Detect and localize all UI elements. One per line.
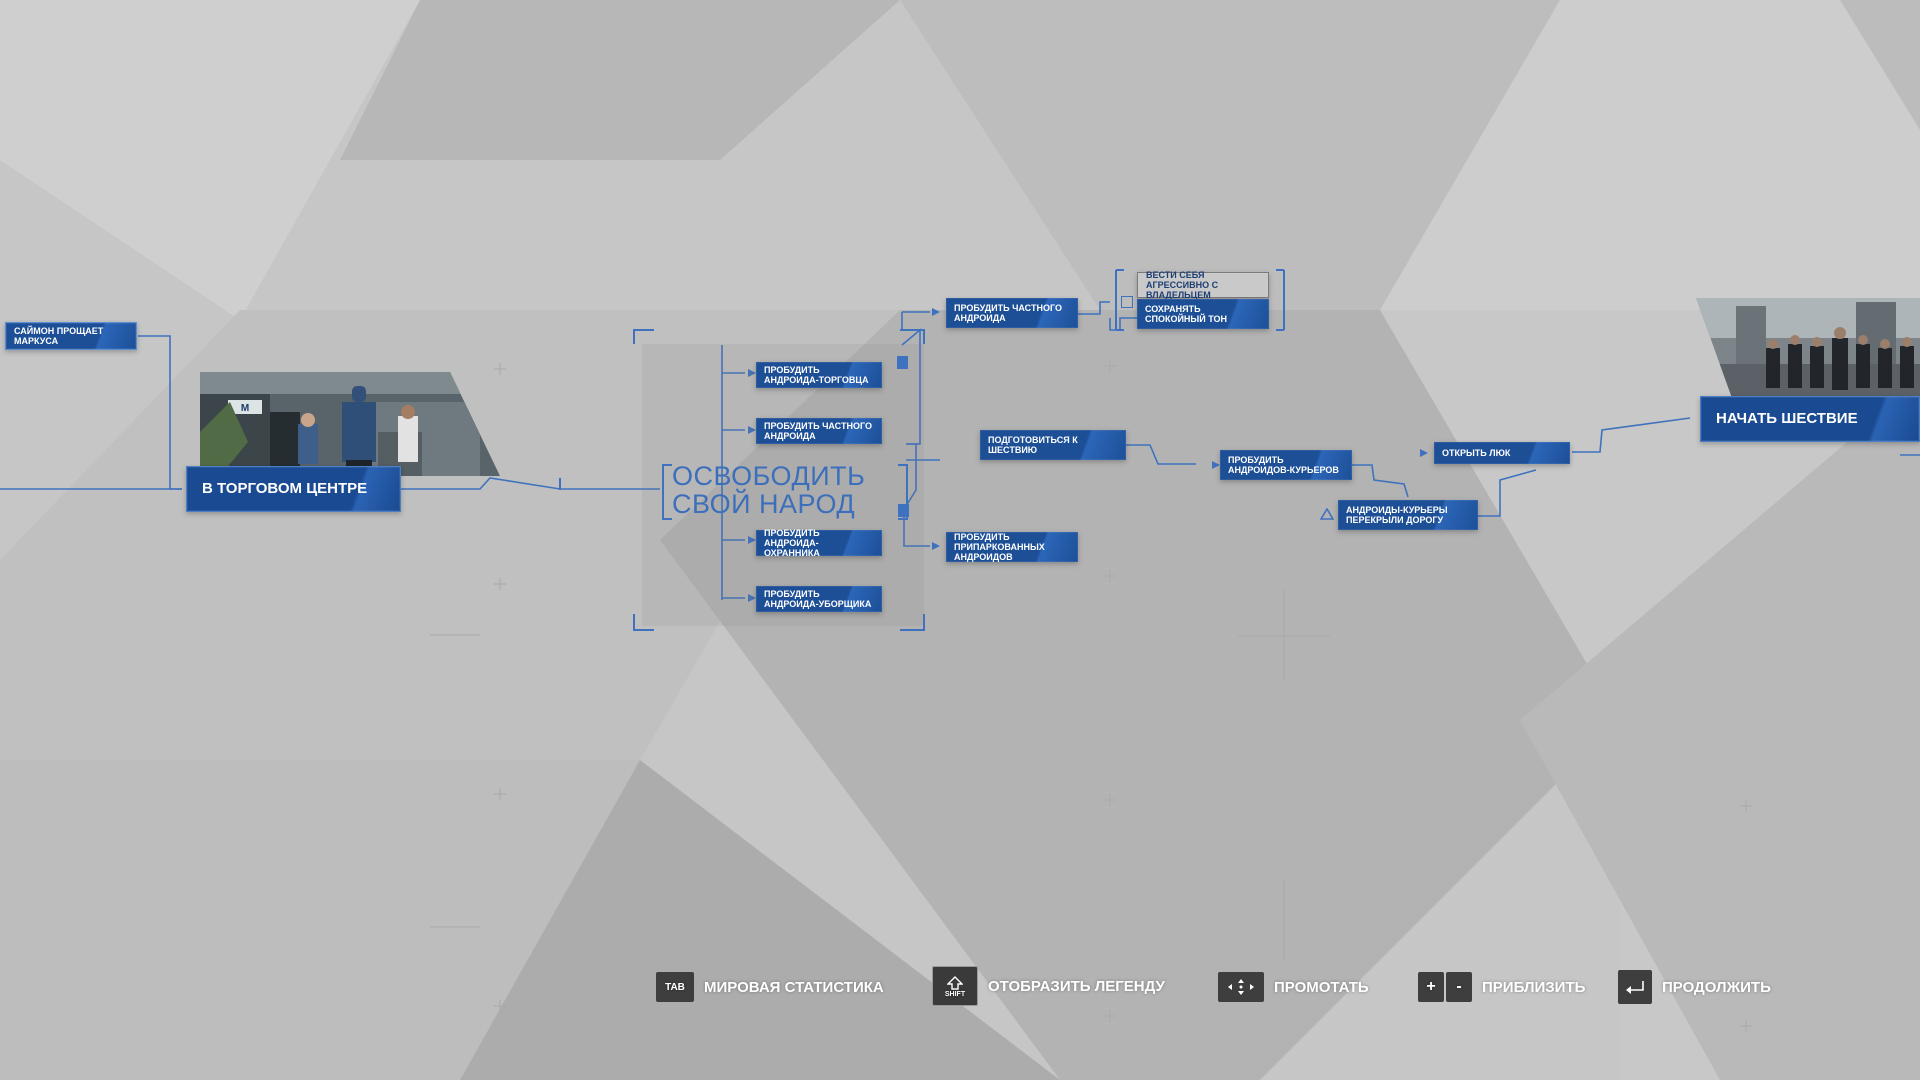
scene-title-line1: ОСВОБОДИТЬ [672,461,866,491]
node-wake-merchant[interactable]: ПРОБУДИТЬ АНДРОИДА-ТОРГОВЦА [756,362,882,388]
node-label: НАЧАТЬ ШЕСТВИЕ [1716,410,1858,427]
hint-continue[interactable]: ПРОДОЛЖИТЬ [1618,970,1771,1004]
march-thumbnail [1696,298,1920,398]
node-label: ПРОБУДИТЬ ПРИПАРКОВАННЫХ АНДРОИДОВ [954,532,1045,562]
triangle-icon [1320,508,1334,520]
node-label: САЙМОН ПРОЩАЕТ МАРКУСА [14,326,104,346]
hint-label: ПРОДОЛЖИТЬ [1662,978,1771,996]
hint-pan[interactable]: ПРОМОТАТЬ [1218,972,1369,1002]
choice-label: ВЕСТИ СЕБЯ АГРЕССИВНО С ВЛАДЕЛЬЦЕМ [1146,270,1219,300]
node-label: ПРОБУДИТЬ АНДРОИДА-ОХРАННИКА [764,528,820,558]
node-label: ПРОБУДИТЬ АНДРОИДА-ТОРГОВЦА [764,365,869,385]
hint-label: ПРОМОТАТЬ [1274,978,1369,996]
node-label: ПРОБУДИТЬ АНДРОИДА-УБОРЩИКА [764,589,872,609]
tab-key[interactable]: TAB [656,972,694,1002]
scene-title-line2: СВОЙ НАРОД [672,489,856,519]
shift-arrow-icon [947,975,963,990]
choice-icon [1121,296,1133,308]
pan-key[interactable] [1218,972,1264,1002]
lock-icon [897,356,908,369]
node-start-march[interactable]: НАЧАТЬ ШЕСТВИЕ [1700,396,1920,442]
enter-key[interactable] [1618,970,1652,1004]
node-label: ПРОБУДИТЬ ЧАСТНОГО АНДРОИДА [764,421,872,441]
node-prepare-march[interactable]: ПОДГОТОВИТЬСЯ К ШЕСТВИЮ [980,430,1126,460]
mall-sign: M [241,403,249,414]
node-couriers-blocked[interactable]: АНДРОИДЫ-КУРЬЕРЫ ПЕРЕКРЫЛИ ДОРОГУ [1338,500,1478,530]
choice-stay-calm[interactable]: СОХРАНЯТЬ СПОКОЙНЫЙ ТОН [1137,299,1269,329]
title-bracket-right [898,464,908,520]
node-label: АНДРОИДЫ-КУРЬЕРЫ ПЕРЕКРЫЛИ ДОРОГУ [1346,505,1448,525]
node-label: ПРОБУДИТЬ ЧАСТНОГО АНДРОИДА [954,303,1062,323]
choice-behave-aggressive[interactable]: ВЕСТИ СЕБЯ АГРЕССИВНО С ВЛАДЕЛЬЦЕМ [1137,270,1269,300]
zoom-in-key[interactable]: + [1418,972,1444,1002]
shift-key[interactable]: SHIFT [932,966,978,1006]
zoom-out-key[interactable]: - [1446,972,1472,1002]
hint-show-legend[interactable]: SHIFT ОТОБРАЗИТЬ ЛЕГЕНДУ [932,966,1165,1006]
pan-arrows-icon [1228,979,1254,995]
node-label: ПОДГОТОВИТЬСЯ К ШЕСТВИЮ [988,435,1078,455]
node-wake-private-2[interactable]: ПРОБУДИТЬ ЧАСТНОГО АНДРОИДА [946,298,1078,328]
march-scene-image [1696,298,1920,398]
node-wake-guard[interactable]: ПРОБУДИТЬ АНДРОИДА-ОХРАННИКА [756,528,882,558]
node-wake-couriers[interactable]: ПРОБУДИТЬ АНДРОИДОВ-КУРЬЕРОВ [1220,450,1352,480]
scene-title: ОСВОБОДИТЬ СВОЙ НАРОД [672,462,865,518]
node-open-hatch[interactable]: ОТКРЫТЬ ЛЮК [1434,442,1570,464]
hint-label: МИРОВАЯ СТАТИСТИКА [704,978,884,996]
hint-zoom[interactable]: + - ПРИБЛИЗИТЬ [1418,972,1585,1002]
hint-label: ОТОБРАЗИТЬ ЛЕГЕНДУ [988,977,1165,995]
node-label: ПРОБУДИТЬ АНДРОИДОВ-КУРЬЕРОВ [1228,455,1339,475]
hint-world-stats[interactable]: TAB МИРОВАЯ СТАТИСТИКА [656,972,884,1002]
shift-key-label: SHIFT [944,990,966,998]
node-wake-cleaner[interactable]: ПРОБУДИТЬ АНДРОИДА-УБОРЩИКА [756,586,882,612]
node-simon-forgives[interactable]: САЙМОН ПРОЩАЕТ МАРКУСА [5,322,137,350]
hint-label: ПРИБЛИЗИТЬ [1482,978,1586,996]
lock-icon [898,504,909,517]
node-wake-private-1[interactable]: ПРОБУДИТЬ ЧАСТНОГО АНДРОИДА [756,418,882,444]
mall-thumbnail: M [200,372,500,476]
mall-scene-image: M [200,372,500,476]
enter-arrow-icon [1626,981,1644,994]
title-bracket-left [662,464,672,520]
node-label: ОТКРЫТЬ ЛЮК [1442,448,1511,458]
node-label: В ТОРГОВОМ ЦЕНТРЕ [202,480,368,497]
node-in-mall[interactable]: В ТОРГОВОМ ЦЕНТРЕ [186,466,401,512]
choice-label: СОХРАНЯТЬ СПОКОЙНЫЙ ТОН [1145,304,1227,324]
node-wake-parked[interactable]: ПРОБУДИТЬ ПРИПАРКОВАННЫХ АНДРОИДОВ [946,532,1078,562]
